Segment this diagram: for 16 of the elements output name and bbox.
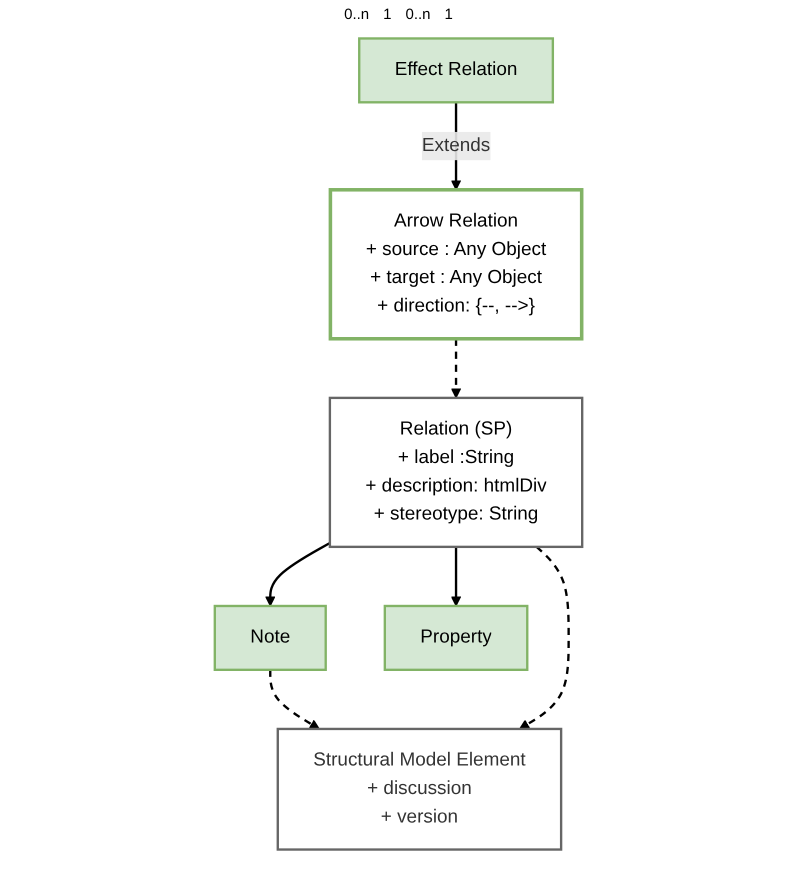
multiplicity-label: 1 <box>383 6 392 23</box>
multiplicity-label: 1 <box>444 6 453 23</box>
node-box: Relation (SP) + label :String + description: htmlDiv + stereotype: String <box>328 396 584 548</box>
node-box: Arrow Relation + source : Any Object + target : Any Object + direction: {--, -->} <box>328 188 584 341</box>
arrow <box>265 542 330 606</box>
edge-label: Extends <box>422 135 490 156</box>
multiplicity-label: 0..n <box>406 6 431 23</box>
multiplicity-label: 0..n <box>344 6 370 23</box>
arrow <box>269 670 320 730</box>
node-box: Property <box>384 604 528 671</box>
node-box: Effect Relation <box>358 37 554 104</box>
arrow <box>519 546 570 730</box>
arrow <box>450 546 462 606</box>
node-box: Structural Model Element + discussion + version <box>276 728 562 851</box>
node-box: Note <box>214 604 327 671</box>
arrow <box>450 338 462 398</box>
